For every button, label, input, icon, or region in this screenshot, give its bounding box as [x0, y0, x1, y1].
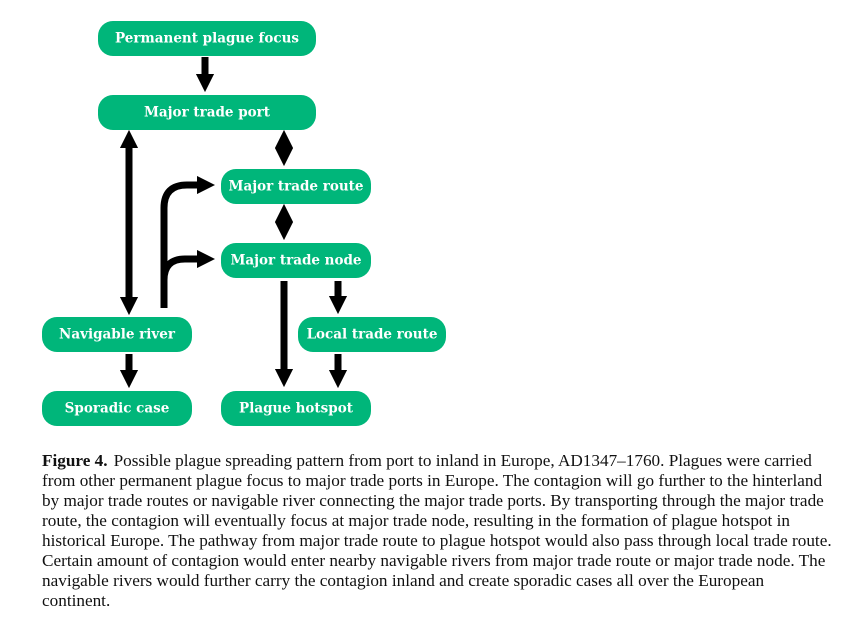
node-navigable-river: Navigable river	[42, 317, 192, 352]
node-box	[98, 95, 316, 130]
node-label: Local trade route	[307, 327, 438, 343]
node-sporadic-case: Sporadic case	[42, 391, 192, 426]
arrows	[119, 57, 348, 389]
node-box	[298, 317, 446, 352]
node-major-trade-port: Major trade port	[98, 95, 316, 130]
node-major-trade-route: Major trade route	[221, 169, 371, 204]
node-box	[98, 21, 316, 56]
node-label: Major trade route	[229, 179, 364, 195]
node-box	[221, 391, 371, 426]
node-box	[221, 169, 371, 204]
node-plague-hotspot: Plague hotspot	[221, 391, 371, 426]
node-label: Plague hotspot	[239, 401, 354, 417]
plague-spread-diagram: Permanent plague focus Major trade port …	[42, 21, 446, 426]
node-local-trade-route: Local trade route	[298, 317, 446, 352]
node-label: Navigable river	[59, 327, 176, 343]
figure-caption: Figure 4.Possible plague spreading patte…	[42, 451, 832, 611]
node-box	[42, 391, 192, 426]
node-label: Sporadic case	[65, 401, 170, 417]
node-permanent-plague-focus: Permanent plague focus	[98, 21, 316, 56]
caption-text: Possible plague spreading pattern from p…	[42, 451, 832, 610]
arrow-node-to-river	[160, 249, 216, 281]
figure-label: Figure 4.	[42, 451, 108, 470]
node-box	[221, 243, 371, 278]
arrow-route-to-river	[160, 175, 216, 308]
node-major-trade-node: Major trade node	[221, 243, 371, 278]
node-box	[42, 317, 192, 352]
node-label: Major trade node	[230, 253, 361, 269]
node-label: Major trade port	[144, 105, 271, 121]
node-label: Permanent plague focus	[115, 31, 299, 47]
